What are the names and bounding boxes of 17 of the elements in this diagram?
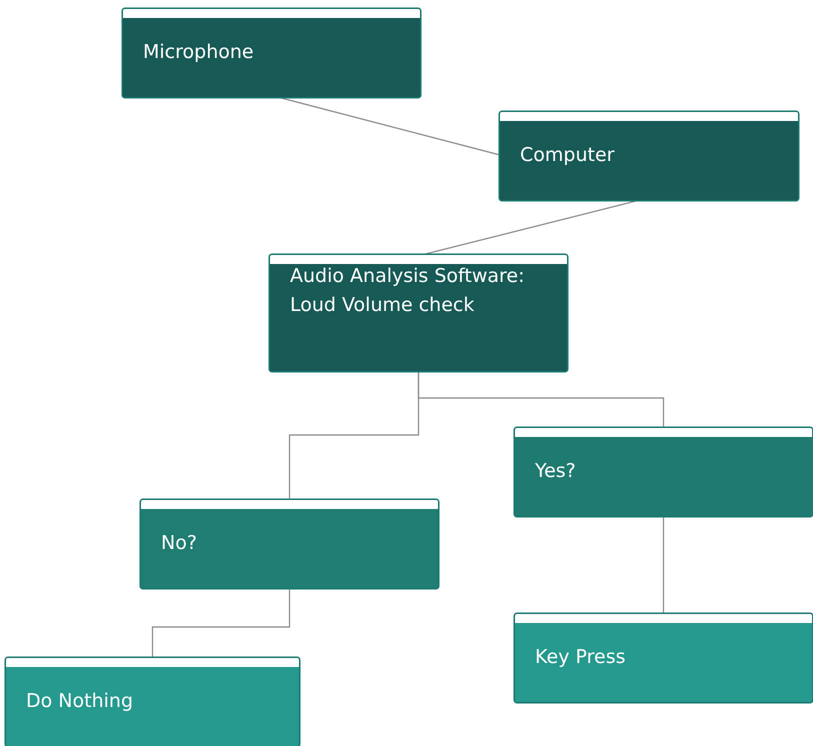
node-label: Computer: [520, 143, 616, 168]
connector-line: [662, 516, 664, 614]
node-label: Do Nothing: [26, 689, 134, 714]
process-box: [515, 428, 812, 516]
process-box: [515, 614, 812, 702]
process-box: [141, 500, 438, 588]
connector-line: [152, 588, 290, 658]
process-box: [6, 658, 299, 746]
node-label: Yes?: [535, 459, 577, 484]
node-label: No?: [161, 531, 198, 556]
process-box: [123, 9, 420, 97]
node-label: Microphone: [143, 40, 255, 65]
process-box: [270, 255, 567, 371]
process-box: [500, 112, 798, 200]
node-label: Audio Analysis Software: Loud Volume check: [290, 264, 526, 318]
node-label: Key Press: [535, 645, 626, 670]
connector-line: [288, 371, 420, 500]
